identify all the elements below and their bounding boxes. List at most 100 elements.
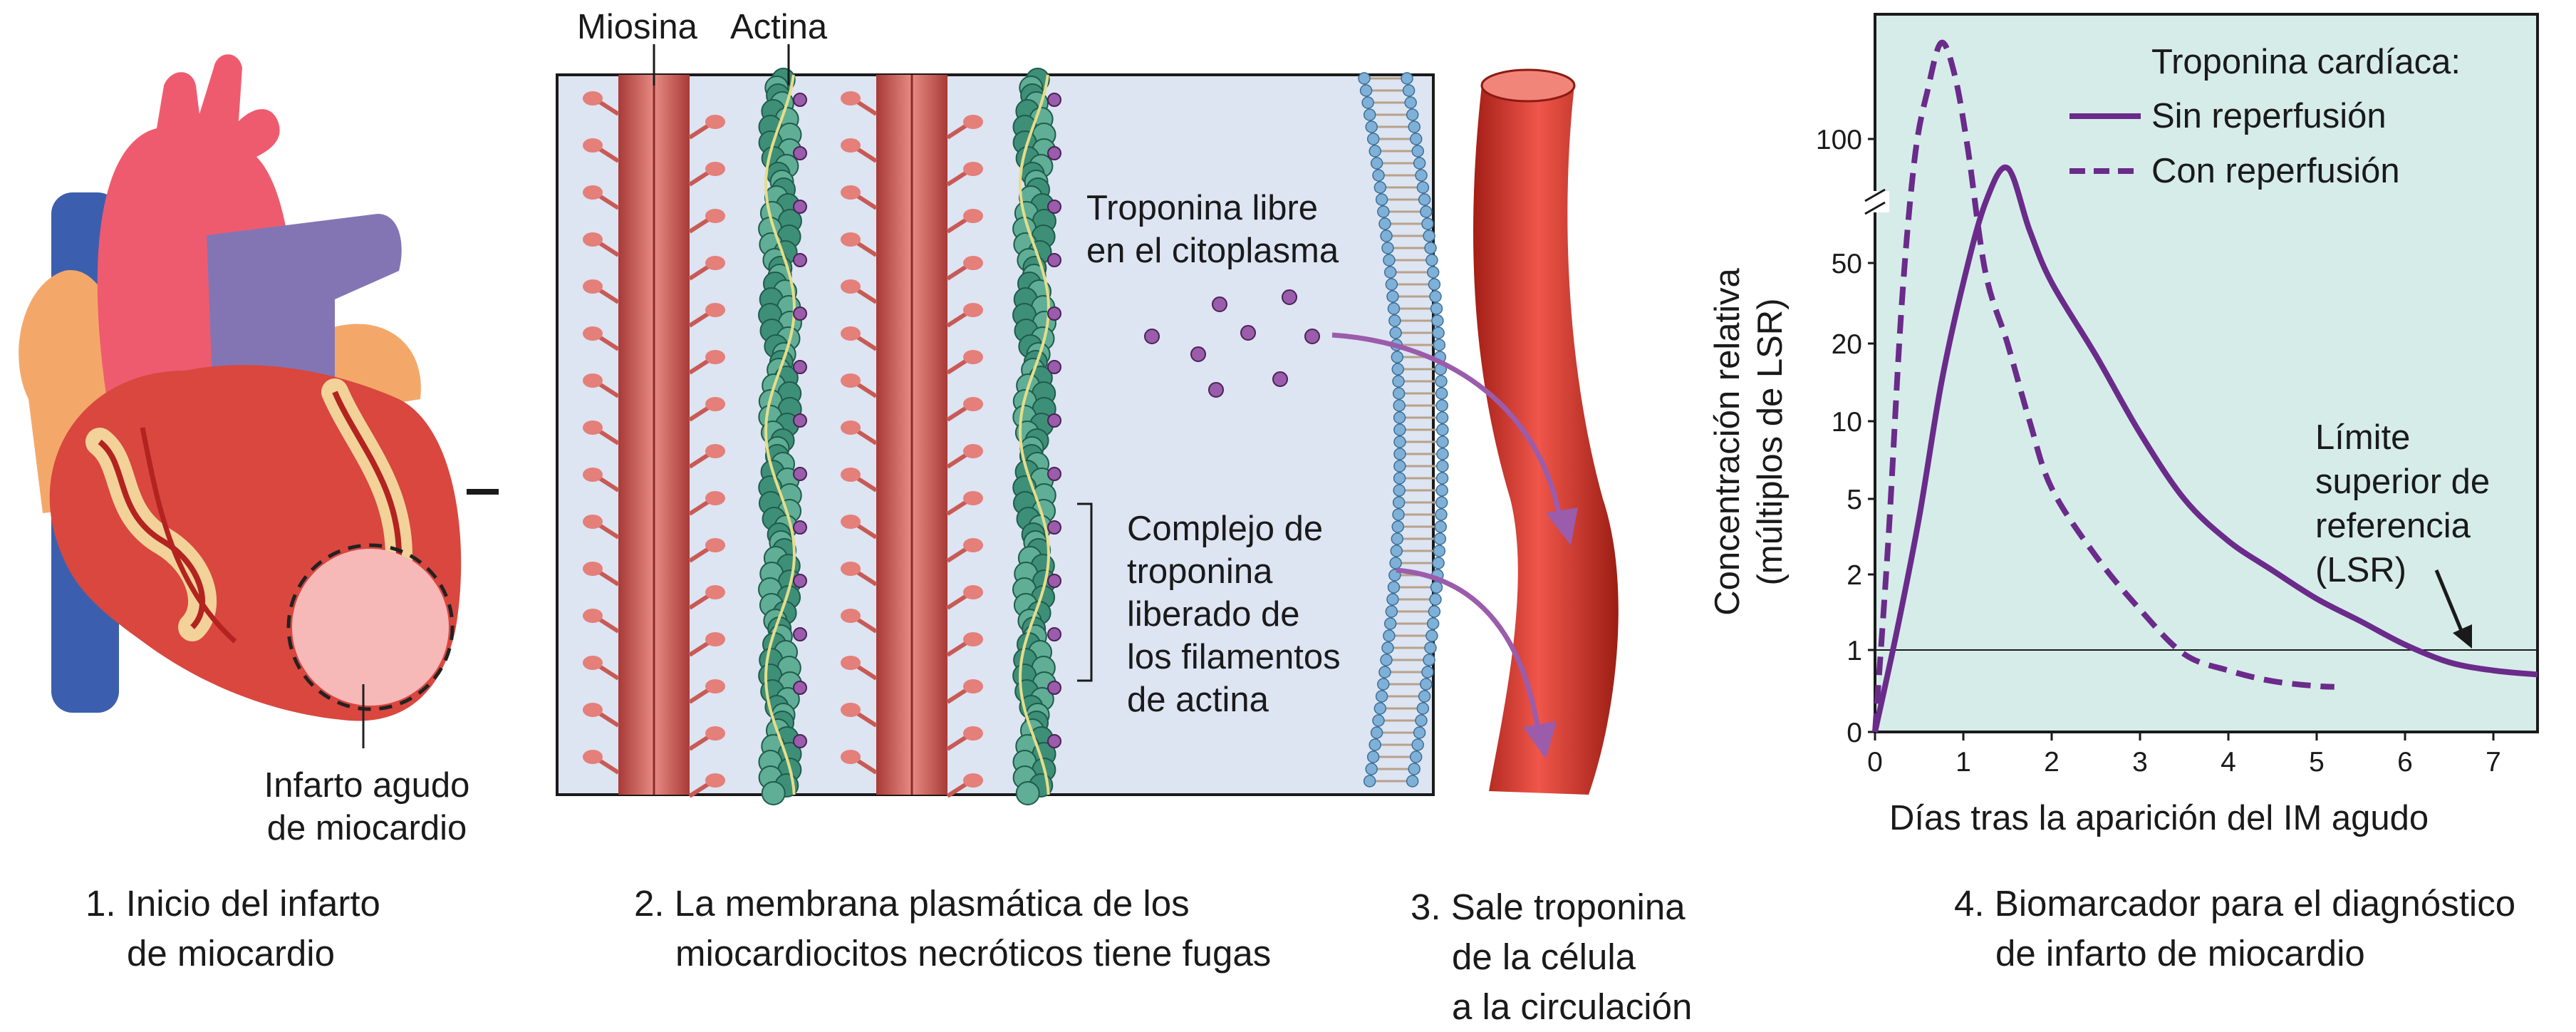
lipid-head	[1407, 775, 1418, 787]
lipid-head	[1361, 85, 1372, 96]
actin-bead	[1031, 688, 1054, 711]
bound-troponin	[794, 307, 806, 320]
actin-bead	[1013, 115, 1036, 138]
bound-troponin	[1048, 93, 1061, 106]
actin-bead	[1031, 194, 1054, 217]
myosin-head	[705, 585, 725, 599]
actin-bead	[1032, 554, 1054, 577]
actin-bead	[1032, 139, 1055, 162]
myosin-label: Miosina	[577, 6, 697, 48]
actin-bead	[759, 649, 782, 671]
actin-bead	[779, 311, 801, 334]
lipid-head	[1359, 73, 1370, 84]
tropomyosin-strand	[766, 75, 794, 795]
actin-bead	[759, 233, 782, 256]
bound-troponin	[1048, 735, 1061, 748]
caption-step2-line1: 2. La membrana plasmática de los	[634, 879, 1271, 929]
myosin-head	[690, 595, 710, 608]
myosin-head	[841, 373, 861, 388]
actin-bead	[1013, 664, 1036, 687]
actin-bead	[1021, 719, 1044, 742]
actin-bead	[1014, 594, 1037, 616]
lipid-head	[1411, 133, 1422, 145]
lipid-head	[1379, 218, 1391, 229]
lipid-head	[1437, 424, 1448, 435]
lipid-head	[1422, 666, 1433, 678]
blood-vessel-opening	[1482, 70, 1574, 101]
actin-bead	[1026, 429, 1049, 452]
actin-bead	[1017, 147, 1039, 170]
lipid-head	[1369, 739, 1381, 750]
actin-bead	[1033, 570, 1056, 593]
series-line-con-reperfusion	[1875, 43, 2334, 732]
actin-bead	[1019, 186, 1042, 209]
myosin-head	[856, 430, 876, 443]
myosin-head	[947, 313, 967, 326]
myosin-head	[856, 572, 876, 584]
actin-bead	[1014, 131, 1037, 154]
myosin-head	[963, 632, 983, 646]
actin-bead	[1032, 327, 1054, 350]
actin-bead	[773, 539, 796, 562]
myosin-head	[690, 125, 710, 138]
lipid-head	[1393, 497, 1405, 508]
myosin-head	[841, 185, 861, 200]
free-troponin-label: Troponina libre en el citoplasma	[1086, 187, 1339, 272]
actin-bead	[762, 374, 785, 397]
myosin-head	[947, 783, 967, 796]
actin-bead	[765, 76, 788, 99]
actin-bead	[760, 319, 783, 342]
actin-bead	[1025, 170, 1048, 193]
myosin-head	[841, 420, 861, 435]
actin-bead	[765, 696, 788, 718]
actin-bead	[1015, 680, 1038, 703]
lipid-head	[1391, 533, 1403, 545]
lipid-head	[1408, 121, 1420, 133]
axis-break	[1861, 190, 1889, 214]
actin-bead	[1032, 382, 1055, 405]
actin-bead	[1019, 696, 1042, 718]
myosin-head	[690, 172, 710, 185]
myosin-head	[841, 279, 861, 294]
myosin-head	[856, 713, 876, 726]
myosin-head	[583, 420, 603, 435]
actin-bead	[1014, 319, 1037, 342]
myosin-head	[598, 289, 618, 302]
actin-bead	[1030, 108, 1053, 130]
actin-bead	[776, 108, 799, 130]
myosin-head	[947, 501, 967, 514]
lipid-head	[1430, 291, 1441, 302]
myosin-head	[705, 538, 725, 552]
bound-troponin	[1048, 254, 1061, 267]
lipid-head	[1385, 267, 1396, 278]
lipid-head	[1428, 606, 1440, 617]
myosin-head	[598, 619, 618, 631]
lipid-head	[1373, 715, 1384, 726]
lipid-head	[1389, 315, 1401, 326]
lipid-head	[1437, 412, 1448, 423]
actin-bead	[774, 241, 797, 264]
heart-illustration	[0, 0, 499, 784]
free-troponin-label-line2: en el citoplasma	[1086, 229, 1339, 272]
myosin-head	[598, 101, 618, 114]
myosin-head	[690, 454, 710, 467]
lipid-head	[1373, 170, 1384, 181]
actin-bead	[1024, 625, 1046, 648]
lipid-head	[1423, 230, 1435, 242]
myosin-heads	[583, 91, 983, 796]
y-tick-label: 0	[1847, 718, 1862, 748]
actin-bead	[771, 92, 794, 115]
myosin-head	[963, 491, 983, 505]
myosin-head	[690, 219, 710, 232]
caption-step4-line2: de infarto de miocardio	[1954, 929, 2515, 979]
actin-bead	[1027, 68, 1049, 91]
actin-bead	[1019, 547, 1042, 569]
lipid-head	[1389, 569, 1401, 581]
lipid-head	[1425, 642, 1436, 654]
myosin-head	[963, 726, 983, 741]
actin-bead	[772, 68, 795, 91]
lipid-head	[1385, 618, 1396, 629]
actin-bead	[1023, 264, 1046, 287]
actin-bead	[1027, 539, 1050, 562]
actin-bead	[769, 264, 791, 287]
